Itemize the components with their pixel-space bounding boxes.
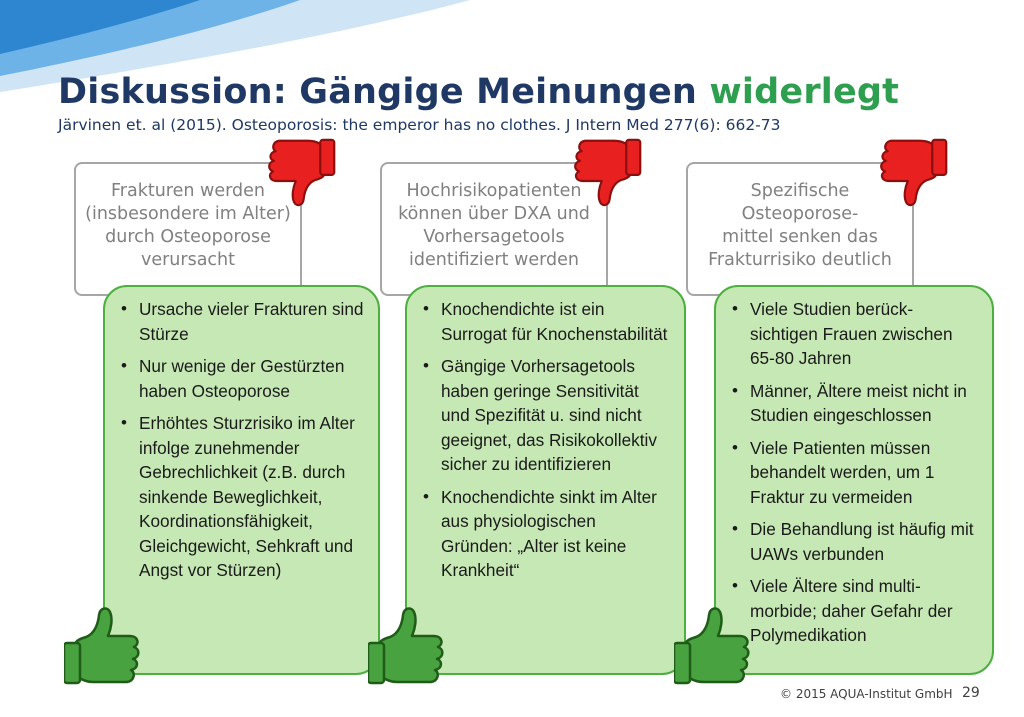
bullet-box-2: Knochendichte ist ein Surrogat für Knoch… — [405, 285, 686, 675]
bullet-box-3: Viele Studien berück-sichtigen Frauen zw… — [714, 285, 994, 675]
claim-text-1: Frakturen werden (insbesondere im Alter)… — [85, 180, 291, 272]
list-item: Nur wenige der Gestürzten haben Osteopor… — [121, 354, 366, 403]
list-item: Knochendichte ist ein Surrogat für Knoch… — [423, 297, 672, 346]
claim-line: Spezifische — [750, 181, 850, 201]
list-item: Männer, Ältere meist nicht in Studien ei… — [732, 379, 980, 428]
claim-line: Hochrisikopatienten — [406, 181, 582, 201]
list-item: Knochendichte sinkt im Alter aus physiol… — [423, 485, 672, 583]
header-swoosh-decoration — [0, 0, 470, 92]
bullet-box-1: Ursache vieler Frakturen sind Stürze Nur… — [103, 285, 380, 675]
claim-text-2: Hochrisikopatienten können über DXA und … — [398, 180, 590, 272]
list-item: Viele Patienten müssen behandelt werden,… — [732, 436, 980, 510]
list-item: Die Behandlung ist häufig mit UAWs verbu… — [732, 517, 980, 566]
copyright-footer: © 2015 AQUA-Institut GmbH — [780, 687, 953, 701]
claim-line: (insbesondere im Alter) — [85, 204, 291, 224]
claim-line: Frakturrisiko deutlich — [708, 250, 892, 270]
claim-line: können über DXA und — [398, 204, 590, 224]
claim-text-3: Spezifische Osteoporose- mittel senken d… — [708, 180, 892, 272]
title-main: Diskussion: Gängige Meinungen — [58, 72, 710, 112]
claim-line: Osteoporose- — [741, 204, 859, 224]
list-item: Erhöhtes Sturzrisiko im Alter infolge zu… — [121, 411, 366, 583]
claim-line: durch Osteoporose — [105, 227, 271, 247]
title-accent: widerlegt — [709, 72, 900, 112]
bullet-list-3: Viele Studien berück-sichtigen Frauen zw… — [732, 297, 980, 648]
claim-line: Frakturen werden — [111, 181, 265, 201]
page-title: Diskussion: Gängige Meinungen widerlegt — [58, 72, 899, 112]
thumbs-up-icon — [674, 607, 750, 685]
list-item: Viele Ältere sind multi-morbide; daher G… — [732, 574, 980, 648]
thumbs-down-icon — [574, 138, 642, 207]
thumbs-up-icon — [368, 607, 444, 685]
thumbs-down-icon — [268, 138, 336, 207]
thumbs-down-icon — [880, 138, 948, 207]
claim-line: mittel senken das — [722, 227, 878, 247]
list-item: Gängige Vorhersagetools haben geringe Se… — [423, 354, 672, 477]
claim-box-2: Hochrisikopatienten können über DXA und … — [380, 162, 608, 296]
claim-line: verursacht — [140, 250, 235, 270]
claim-line: Vorhersagetools — [423, 227, 565, 247]
page-number: 29 — [962, 685, 980, 701]
citation-subtitle: Järvinen et. al (2015). Osteoporosis: th… — [58, 116, 781, 134]
bullet-list-2: Knochendichte ist ein Surrogat für Knoch… — [423, 297, 672, 583]
bullet-list-1: Ursache vieler Frakturen sind Stürze Nur… — [121, 297, 366, 583]
claim-line: identifiziert werden — [409, 250, 579, 270]
list-item: Viele Studien berück-sichtigen Frauen zw… — [732, 297, 980, 371]
claim-box-1: Frakturen werden (insbesondere im Alter)… — [74, 162, 302, 296]
list-item: Ursache vieler Frakturen sind Stürze — [121, 297, 366, 346]
claim-box-3: Spezifische Osteoporose- mittel senken d… — [686, 162, 914, 296]
thumbs-up-icon — [64, 607, 140, 685]
